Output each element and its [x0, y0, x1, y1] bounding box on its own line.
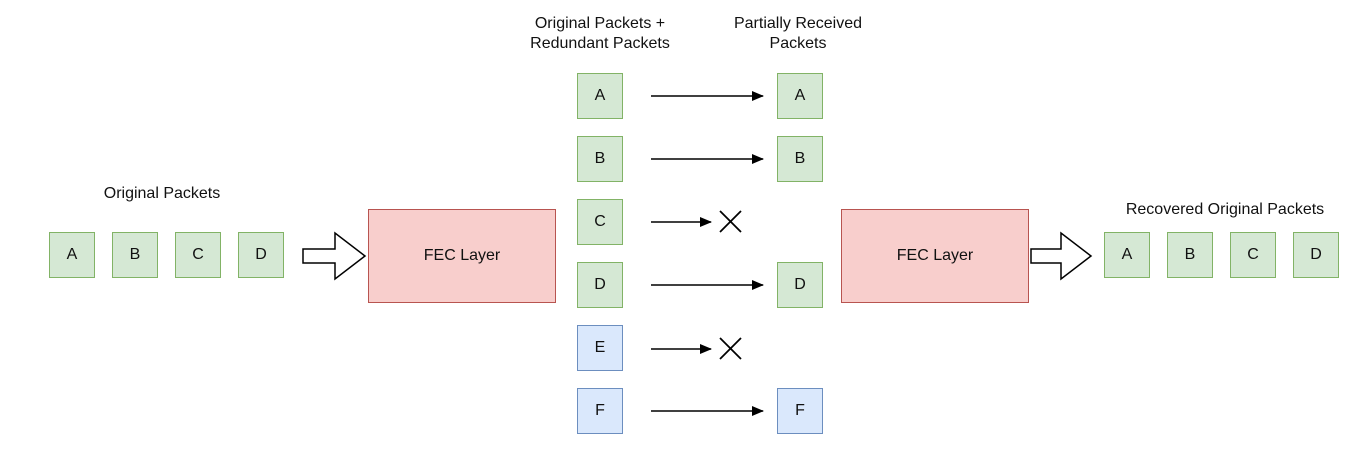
loss-x-icon-c — [719, 210, 742, 233]
original-plus-redundant-label: Original Packets + Redundant Packets — [500, 14, 700, 54]
received-packet-a: A — [777, 73, 823, 119]
input-packet-a: A — [49, 232, 95, 278]
partially-received-line2: Packets — [769, 35, 827, 52]
input-packet-c: C — [175, 232, 221, 278]
partially-received-label: Partially Received Packets — [705, 14, 891, 54]
loss-x-icon-e — [719, 337, 742, 360]
original-plus-redundant-line2: Redundant Packets — [530, 35, 670, 52]
received-packet-f: F — [777, 388, 823, 434]
partially-received-line1: Partially Received — [733, 15, 863, 32]
fec-layer-decoder: FEC Layer — [841, 209, 1029, 303]
original-plus-redundant-line1: Original Packets + — [534, 15, 666, 32]
input-packet-b: B — [112, 232, 158, 278]
input-to-fec-block-arrow — [302, 231, 367, 281]
sent-packet-e: E — [577, 325, 623, 371]
output-packet-d: D — [1293, 232, 1339, 278]
sent-packet-d: D — [577, 262, 623, 308]
recovered-packets-label: Recovered Original Packets — [1125, 201, 1325, 218]
sent-packet-f: F — [577, 388, 623, 434]
original-packets-label: Original Packets — [103, 185, 221, 202]
output-packet-a: A — [1104, 232, 1150, 278]
output-packet-c: C — [1230, 232, 1276, 278]
fec-to-output-block-arrow — [1030, 231, 1093, 281]
fec-layer-encoder: FEC Layer — [368, 209, 556, 303]
sent-packet-a: A — [577, 73, 623, 119]
sent-packet-b: B — [577, 136, 623, 182]
received-packet-b: B — [777, 136, 823, 182]
received-packet-d: D — [777, 262, 823, 308]
input-packet-d: D — [238, 232, 284, 278]
sent-packet-c: C — [577, 199, 623, 245]
output-packet-b: B — [1167, 232, 1213, 278]
